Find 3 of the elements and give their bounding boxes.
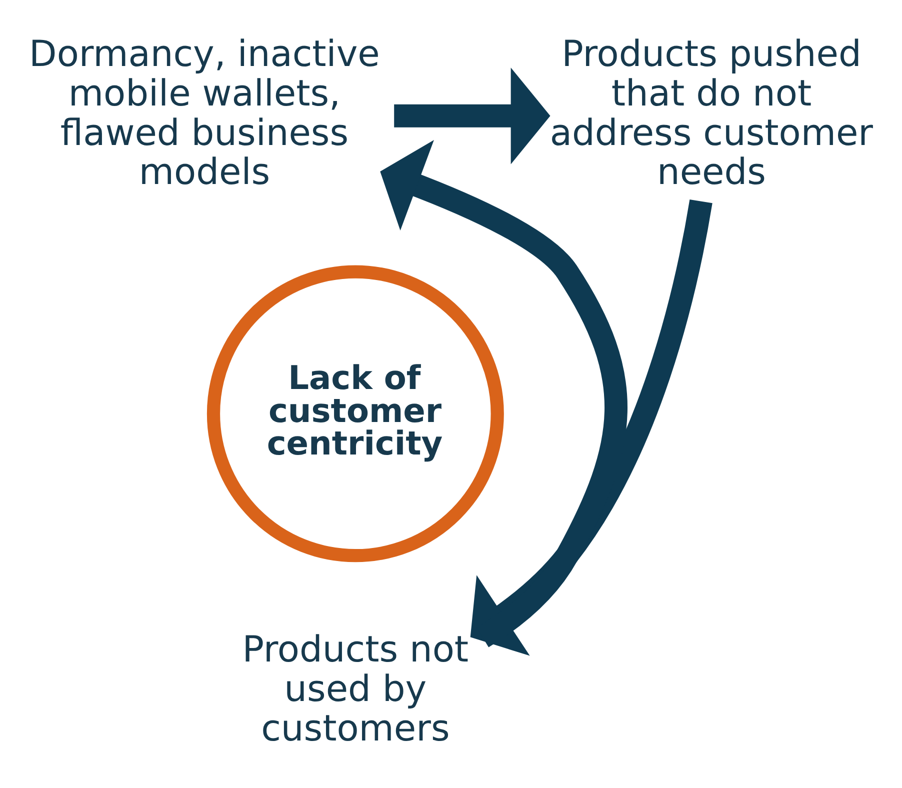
node-text: Products not used by customers <box>242 628 469 750</box>
node-text: Dormancy, inactive mobile wallets, flawed business models <box>29 33 380 194</box>
node-text: Products pushed that do not address customer needs <box>550 33 874 194</box>
